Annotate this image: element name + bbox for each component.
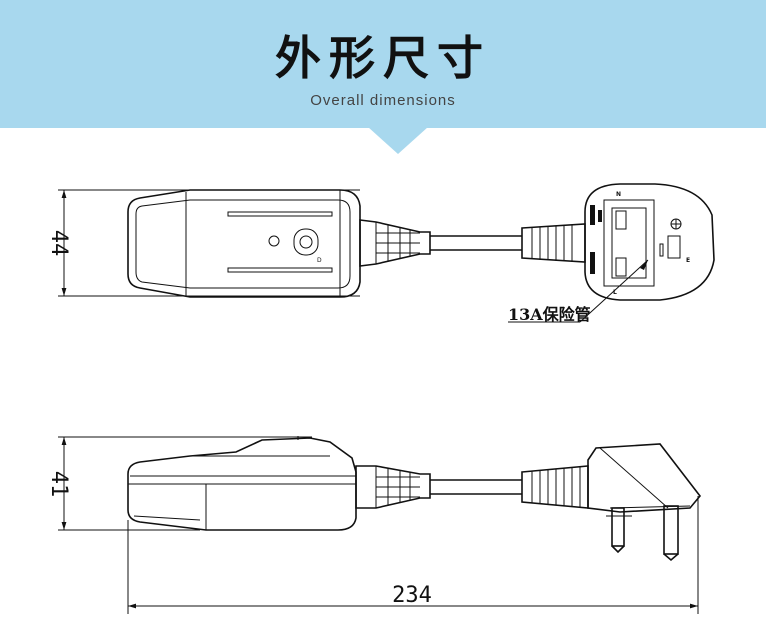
- header-notch: [368, 127, 428, 154]
- header-banner: [0, 0, 766, 128]
- side-plug-relief: [521, 465, 589, 509]
- side-strain-relief: [355, 465, 431, 509]
- svg-text:D: D: [317, 257, 322, 264]
- dimension-44-label: 44: [46, 230, 71, 257]
- side-housing: [127, 436, 357, 531]
- page-title: 外形尺寸: [275, 31, 491, 85]
- page-subtitle: Overall dimensions: [310, 92, 456, 109]
- top-view: 44 D: [46, 183, 715, 324]
- pin-mark-l: L: [613, 289, 617, 296]
- dimension-234: 234: [127, 496, 699, 614]
- top-plug-face: N E L: [584, 183, 715, 301]
- top-strain-relief: [359, 219, 431, 267]
- side-cable: [430, 479, 522, 495]
- dimension-41: 41: [46, 436, 312, 531]
- pin-mark-e: E: [686, 257, 690, 264]
- fuse-callout: 13A保险管: [508, 259, 649, 324]
- top-housing: D: [127, 189, 361, 298]
- side-view: 41: [46, 436, 702, 614]
- dimension-44: 44: [46, 189, 360, 297]
- top-plug-relief: [521, 223, 586, 263]
- dimension-41-label: 41: [46, 471, 71, 498]
- pin-mark-n: N: [616, 191, 621, 198]
- top-cable: [430, 235, 522, 251]
- fuse-label: 13A保险管: [508, 305, 591, 324]
- side-plug-body: [587, 443, 702, 562]
- dimension-234-label: 234: [392, 583, 432, 608]
